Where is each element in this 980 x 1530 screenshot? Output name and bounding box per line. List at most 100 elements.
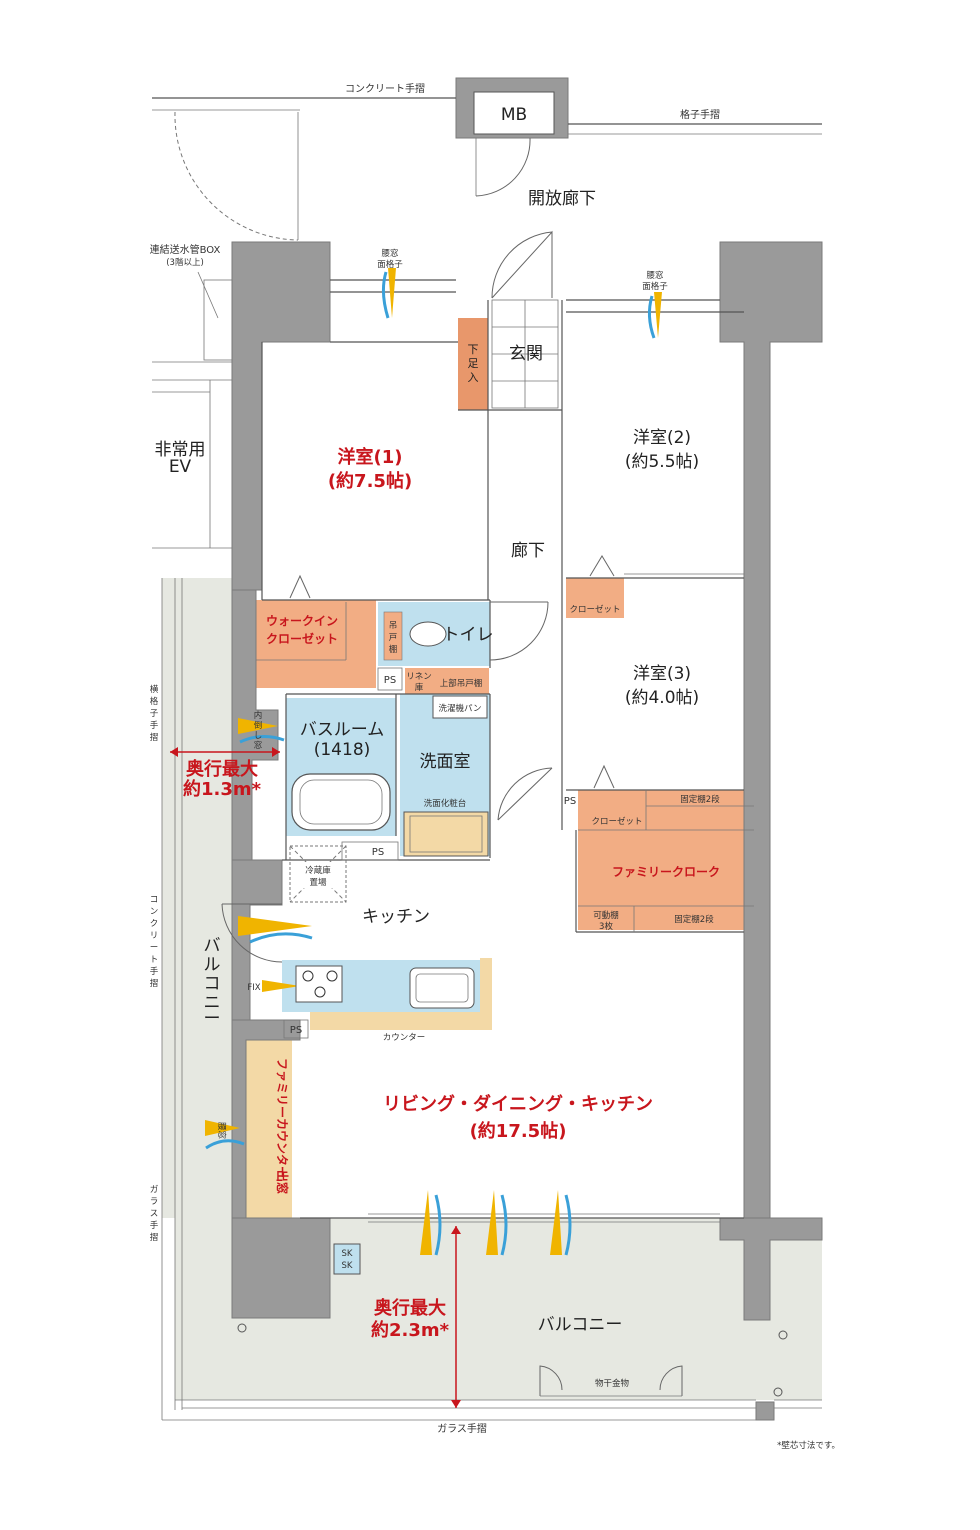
bathroom-size: (1418) — [314, 740, 371, 760]
waist-window-lattice-room2-1: 腰窓 — [646, 270, 664, 281]
toilet-bowl — [409, 621, 447, 647]
depth-side-label-1: 奥行最大 — [186, 758, 258, 780]
room3-name: 洋室(3) — [633, 664, 691, 684]
vanity — [403, 811, 489, 857]
washing-pan-label: 洗濯機パン — [439, 703, 482, 714]
kitchen-sink — [409, 967, 475, 1009]
footnote: *壁芯寸法です。 — [777, 1440, 840, 1451]
linen-label-1: リネン — [406, 672, 432, 682]
linen-area — [405, 668, 433, 694]
shoe-storage-area — [458, 318, 488, 410]
fix-label: FIX — [247, 983, 260, 993]
closet-room3-label: クローゼット — [591, 816, 642, 827]
water-pipe-box-note: (3階以上) — [166, 257, 204, 268]
svg-text:摺: 摺 — [150, 1232, 159, 1243]
svg-text:倒: 倒 — [254, 720, 263, 731]
fridge-label-2: 置場 — [309, 877, 327, 888]
mb-box — [473, 91, 555, 135]
bay-window-label: 出窓 — [275, 1170, 290, 1194]
glass-railing-side-label: ガ ラ ス 手 摺 — [150, 1184, 159, 1243]
family-counter-label: ファミリーカウンター — [275, 1058, 289, 1178]
movable-shelf-label-2: 3枚 — [599, 921, 613, 932]
room2-name: 洋室(2) — [633, 428, 691, 448]
svg-text:ト: ト — [150, 955, 159, 965]
svg-text:ル: ル — [204, 955, 221, 975]
drying-hardware-label: 物干金物 — [595, 1378, 630, 1389]
inward-window-label: 内 倒 し 窓 — [254, 710, 263, 751]
svg-text:手: 手 — [150, 720, 159, 731]
mb-label: MB — [501, 105, 527, 125]
linen-label-2: 庫 — [415, 682, 424, 693]
balcony-front-label: バルコニー — [538, 1315, 623, 1335]
emergency-ev-label-1: 非常用 — [155, 440, 206, 460]
vanity-label: 洗面化粧台 — [424, 798, 467, 809]
svg-text:摺: 摺 — [150, 978, 159, 989]
fridge-label-1: 冷蔵庫 — [305, 865, 331, 876]
lateral-lattice-railing: 横 格 子 手 摺 — [150, 684, 159, 743]
shoe-storage-label-1: 下 — [468, 343, 479, 356]
waist-window-lattice-room1-2: 面格子 — [377, 259, 403, 270]
svg-text:ラ: ラ — [150, 1197, 159, 1207]
sk-sink — [333, 1243, 361, 1275]
family-cloak-label: ファミリークローク — [612, 865, 720, 879]
svg-text:横: 横 — [150, 684, 159, 695]
svg-text:子: 子 — [150, 709, 159, 719]
room1-size: (約7.5帖) — [328, 470, 412, 492]
room2-size: (約5.5帖) — [625, 452, 699, 472]
side-balcony-area — [162, 578, 232, 1218]
counter-label: カウンター — [383, 1033, 426, 1043]
ps-label-room3: PS — [564, 796, 576, 807]
walk-in-closet-area — [256, 600, 376, 688]
svg-text:手: 手 — [150, 966, 159, 977]
fixed-shelf-lower-label: 固定棚2段 — [674, 914, 714, 925]
svg-text:内: 内 — [254, 710, 263, 721]
svg-text:バ: バ — [204, 936, 221, 956]
closet-room2-label: クローゼット — [569, 604, 620, 615]
concrete-railing-top-label: コンクリート手摺 — [345, 82, 425, 95]
bathroom-name: バスルーム — [300, 720, 385, 740]
ps-label-toilet: PS — [384, 675, 396, 686]
toilet-label: トイレ — [443, 625, 494, 645]
svg-text:コ: コ — [204, 974, 221, 994]
upper-cabinet-label: 上部吊戸棚 — [440, 678, 483, 689]
emergency-ev-label-2: EV — [169, 457, 192, 477]
svg-text:格: 格 — [150, 696, 159, 707]
sk-label-2: SK — [342, 1261, 353, 1271]
depth-front-label-1: 奥行最大 — [374, 1297, 446, 1319]
toilet-shelf — [383, 611, 403, 661]
shoe-storage-label-2: 足 — [468, 357, 479, 370]
family-cloak-area — [578, 790, 754, 930]
svg-text:ス: ス — [150, 1209, 159, 1219]
svg-text:ク: ク — [150, 919, 159, 929]
entrance-label: 玄関 — [509, 344, 543, 364]
bathtub — [291, 773, 391, 831]
toilet-shelf-label-1: 吊 — [389, 621, 398, 631]
svg-text:摺: 摺 — [150, 732, 159, 743]
fridge-space — [289, 845, 347, 903]
room3-size: (約4.0帖) — [625, 688, 699, 708]
shoe-storage-label-3: 入 — [468, 371, 479, 384]
room1-name: 洋室(1) — [338, 446, 403, 468]
svg-text:ー: ー — [204, 1009, 221, 1029]
ldk-size: (約17.5帖) — [470, 1120, 567, 1142]
depth-front-label-2: 約2.3m* — [371, 1319, 450, 1341]
svg-text:ガ: ガ — [150, 1184, 159, 1195]
waist-window-side-label: 腰窓 — [216, 1122, 227, 1140]
movable-shelf-label-1: 可動棚 — [593, 910, 619, 921]
wic-label-1: ウォークイン — [266, 614, 338, 628]
counter-top — [310, 958, 492, 1030]
closet-room2-area — [566, 578, 624, 618]
waist-window-lattice-room2-2: 面格子 — [642, 281, 668, 292]
toilet-shelf-label-2: 戸 — [389, 633, 398, 643]
sk-label: SK — [342, 1249, 353, 1259]
washroom-label: 洗面室 — [420, 752, 471, 772]
upper-cabinet-area — [433, 668, 489, 694]
svg-text:リ: リ — [150, 931, 159, 941]
open-corridor-label: 開放廊下 — [528, 189, 596, 209]
ps-label-bath: PS — [372, 847, 384, 858]
svg-text:手: 手 — [150, 1220, 159, 1231]
svg-text:コ: コ — [150, 895, 159, 905]
svg-text:ン: ン — [150, 907, 159, 917]
svg-text:ニ: ニ — [204, 993, 221, 1013]
